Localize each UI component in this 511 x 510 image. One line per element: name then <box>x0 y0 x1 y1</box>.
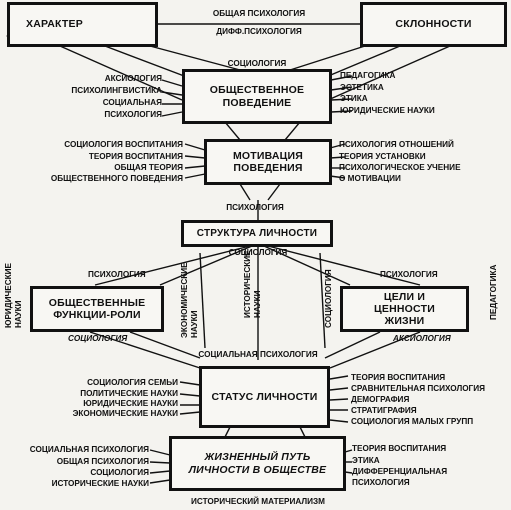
box-inclinations: СКЛОННОСТИ <box>360 2 507 47</box>
label-psychology-sb: ПСИХОЛОГИЯ <box>104 110 162 119</box>
label-hist-vertical: ИСТОРИЧЕСКИЕ НАУКИ <box>243 250 262 318</box>
label-ethics-life: ЭТИКА <box>352 456 380 465</box>
label-attitude-theory: ТЕОРИЯ УСТАНОВКИ <box>339 152 426 161</box>
box-social-behavior: ОБЩЕСТВЕННОЕ ПОВЕДЕНИЕ <box>182 69 332 124</box>
label-psych-right: ПСИХОЛОГИЯ <box>380 270 438 279</box>
label-general-psych: ОБЩАЯ ПСИХОЛОГИЯ <box>212 9 306 18</box>
label-general-theory: ОБЩАЯ ТЕОРИЯ <box>114 163 183 172</box>
label-sociology-below-roles: СОЦИОЛОГИЯ <box>68 334 128 343</box>
label-demography: ДЕМОГРАФИЯ <box>351 395 410 404</box>
label-comparative-psych: СРАВНИТЕЛЬНАЯ ПСИХОЛОГИЯ <box>351 384 485 393</box>
label-theory-education-life: ТЕОРИЯ ВОСПИТАНИЯ <box>352 444 447 453</box>
box-roles: ОБЩЕСТВЕННЫЕ ФУНКЦИИ-РОЛИ <box>30 286 164 332</box>
label-small-groups: СОЦИОЛОГИЯ МАЛЫХ ГРУПП <box>351 417 474 426</box>
label-psychology-mid: ПСИХОЛОГИЯ <box>226 203 284 212</box>
label-hist-materialism: ИСТОРИЧЕСКИЙ МАТЕРИАЛИЗМ <box>191 497 325 506</box>
box-life-path: ЖИЗНЕННЫЙ ПУТЬ ЛИЧНОСТИ В ОБЩЕСТВЕ <box>169 436 346 491</box>
box-structure: СТРУКТУРА ЛИЧНОСТИ <box>181 220 333 247</box>
label-legal-vertical: ЮРИДИЧЕСКИЕ НАУКИ <box>4 263 23 328</box>
label-stratigraphy: СТРАТИГРАФИЯ <box>351 406 417 415</box>
label-social-psych-life: СОЦИАЛЬНАЯ ПСИХОЛОГИЯ <box>29 445 149 454</box>
label-about-motivation: О МОТИВАЦИИ <box>339 174 401 183</box>
label-economic-status: ЭКОНОМИЧЕСКИЕ НАУКИ <box>72 409 178 418</box>
label-theory-education-status: ТЕОРИЯ ВОСПИТАНИЯ <box>351 373 446 382</box>
label-psych-teaching: ПСИХОЛОГИЧЕСКОЕ УЧЕНИЕ <box>339 163 461 172</box>
label-econ-vertical: ЭКОНОМИЧЕСКИЕ НАУКИ <box>180 262 199 338</box>
box-goals: ЦЕЛИ И ЦЕННОСТИ ЖИЗНИ <box>340 286 469 332</box>
label-family-sociology: СОЦИОЛОГИЯ СЕМЬИ <box>87 378 178 387</box>
box-character: ХАРАКТЕР <box>7 2 158 47</box>
label-sociology-top: СОЦИОЛОГИЯ <box>227 59 287 68</box>
label-psychology-life: ПСИХОЛОГИЯ <box>352 478 410 487</box>
label-axiology: АКСИОЛОГИЯ <box>104 74 162 83</box>
label-social: СОЦИАЛЬНАЯ <box>102 98 162 107</box>
label-sociology-life: СОЦИОЛОГИЯ <box>90 468 149 477</box>
label-legal-sb: ЮРИДИЧЕСКИЕ НАУКИ <box>340 106 435 115</box>
label-theory-education-mot: ТЕОРИЯ ВОСПИТАНИЯ <box>88 152 183 161</box>
label-diff-psych: ДИФФ.ПСИХОЛОГИЯ <box>216 27 302 36</box>
label-political-sciences: ПОЛИТИЧЕСКИЕ НАУКИ <box>80 389 178 398</box>
label-axiology-below-goals: АКСИОЛОГИЯ <box>393 334 451 343</box>
label-general-psych-life: ОБЩАЯ ПСИХОЛОГИЯ <box>56 457 149 466</box>
label-differential: ДИФФЕРЕНЦИАЛЬНАЯ <box>352 467 448 476</box>
label-sociology-mid: СОЦИОЛОГИЯ <box>228 248 288 257</box>
box-status: СТАТУС ЛИЧНОСТИ <box>199 366 330 428</box>
label-aesthetics: ЭСТЕТИКА <box>340 83 384 92</box>
box-motivation: МОТИВАЦИЯ ПОВЕДЕНИЯ <box>204 139 332 185</box>
label-sociology-vertical: СОЦИОЛОГИЯ <box>324 269 333 328</box>
label-social-psych-mid: СОЦИАЛЬНАЯ ПСИХОЛОГИЯ <box>198 350 318 359</box>
label-hist-sciences-life: ИСТОРИЧЕСКИЕ НАУКИ <box>51 479 149 488</box>
label-ethics-sb: ЭТИКА <box>340 94 368 103</box>
label-sociology-education: СОЦИОЛОГИЯ ВОСПИТАНИЯ <box>64 140 183 149</box>
label-legal-status: ЮРИДИЧЕСКИЕ НАУКИ <box>83 399 178 408</box>
label-psycholinguistics: ПСИХОЛИНГВИСТИКА <box>71 86 162 95</box>
label-pedagogy-sb: ПЕДАГОГИКА <box>340 71 396 80</box>
label-psych-left: ПСИХОЛОГИЯ <box>88 270 146 279</box>
label-pedagogy-vertical: ПЕДАГОГИКА <box>489 264 498 320</box>
label-social-behavior-theory: ОБЩЕСТВЕННОГО ПОВЕДЕНИЯ <box>50 174 183 183</box>
label-relations-psych: ПСИХОЛОГИЯ ОТНОШЕНИЙ <box>339 140 454 149</box>
